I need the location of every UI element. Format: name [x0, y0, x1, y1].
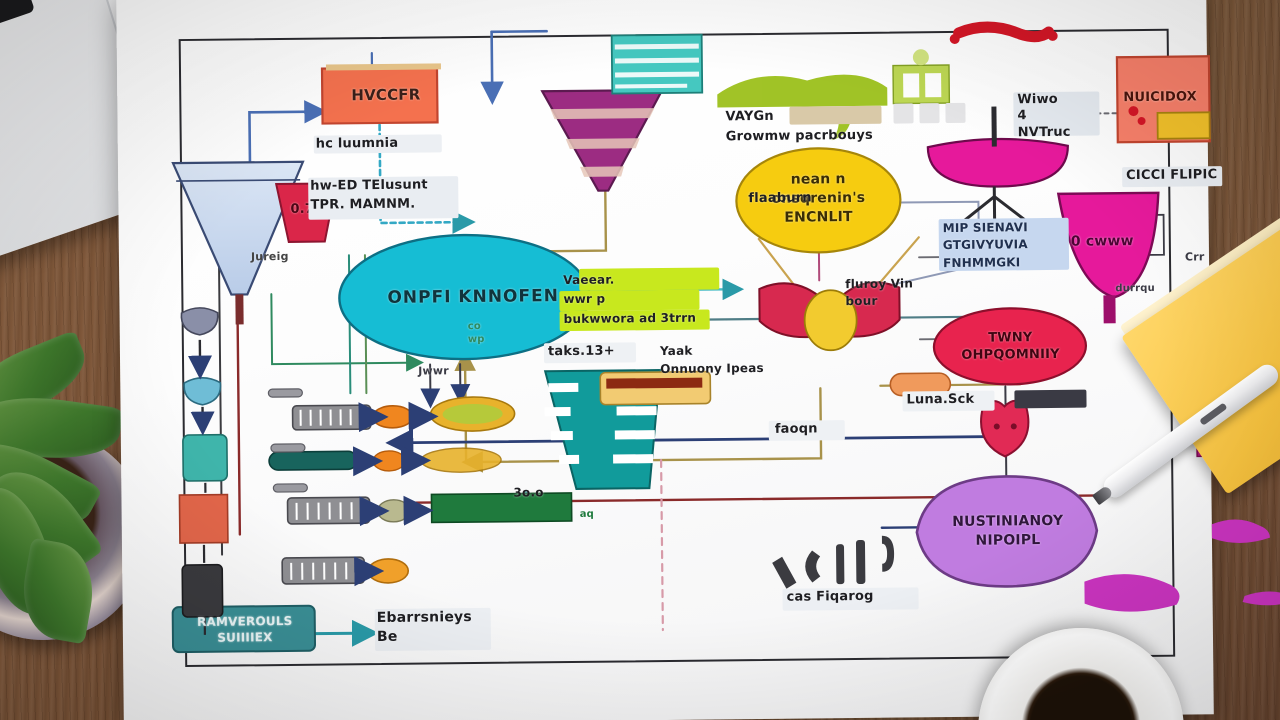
node-blue-input-funnel	[171, 160, 305, 325]
label-edge-lunask: Luna.Sck	[906, 391, 975, 408]
label-edge-crrr: Crr	[1184, 250, 1205, 264]
chip-edge-vvyan-tan	[789, 105, 882, 125]
label-edge-furrips: durrqu	[1115, 282, 1156, 295]
label-cyan-main-ellipse: ONPFI KNNOFEN	[387, 286, 560, 308]
node-orange-process-box	[320, 63, 441, 125]
chip-edge-vvyan-tan-2	[893, 103, 914, 124]
label-edge-jwnr: Jwwr	[418, 364, 449, 378]
icon-yellow-small-box	[1156, 111, 1211, 140]
icon-handwriting-glyph	[772, 535, 895, 589]
chip-edge-vvyan-tan-3	[919, 103, 940, 124]
label-edge-bottom-right: cas Fiqarog	[786, 588, 874, 605]
node-magenta-wide-funnel	[1056, 191, 1160, 324]
label-teal-legend-box: RAMVEROULS SUIIIIEX	[196, 613, 293, 645]
label-edge-teal-hl: taks.13+	[547, 343, 615, 360]
label-edge-mid-left: hw-ED TElusunt TPR. MAMNM.	[310, 177, 428, 213]
label-edge-yrak: Yaak Onnuony Ipeas	[659, 343, 764, 377]
label-edge-tiny-green: aq	[579, 508, 595, 520]
label-edge-small-co: co wp	[467, 320, 485, 346]
icon-green-landscape	[717, 49, 951, 141]
diagram-paper-sheet: HVCCFR 0.70 ONPFI KNNOFEN nean n onsqren…	[116, 0, 1280, 720]
label-edge-yellow-side: fluroy Vin bour	[845, 276, 914, 308]
label-edge-purple-out: flaaburn	[748, 190, 812, 207]
label-edge-ccc: CICCI FLIPIC	[1126, 167, 1218, 184]
label-edge-funnel-out: Jureig	[250, 249, 289, 264]
diagram-canvas	[171, 21, 1280, 654]
chip-edge-lunask-dark	[1014, 389, 1087, 409]
label-salmon-note-box: NUICIDOX	[1123, 89, 1198, 106]
label-edge-300: 3o.o	[513, 485, 544, 500]
label-red-output-ellipse: TWNY OHPQOMNIIY	[961, 330, 1060, 363]
label-purple-diamond: NUSTINIANOY NIPOIPL	[952, 512, 1064, 549]
label-edge-faoqa: faoqn	[774, 421, 818, 437]
node-purple-diamond	[915, 475, 1099, 588]
icon-machine-rows	[268, 396, 573, 644]
chip-edge-vvyan-tan-4	[945, 102, 966, 124]
icon-small-capsules	[267, 388, 308, 493]
node-red-output-ellipse	[932, 307, 1088, 386]
icon-gold-capsules	[599, 370, 952, 406]
label-edge-green-hl: Vaeear. wwr p bukwwora ad 3trrn	[563, 272, 697, 326]
label-orange-box: HVCCFR	[351, 85, 421, 105]
diagram-labels-layer: HVCCFR 0.70 ONPFI KNNOFEN nean n onsqren…	[116, 0, 1223, 720]
label-magenta-wide-funnel: 0 cwww	[1070, 233, 1134, 250]
node-red-pink-bowtie-icon	[758, 281, 901, 352]
node-purple-stacked-funnel	[540, 88, 665, 192]
icon-column-left	[178, 307, 229, 635]
node-yellow-decision-ellipse	[735, 147, 902, 254]
label-edge-wipsenani: MIP SIENAVI GTGIVYUVIA FNHMMGKI	[942, 220, 1028, 270]
laptop-keyboard	[0, 0, 36, 70]
label-edge-bottom-out: Ebarrsnieys Be	[376, 609, 472, 645]
label-edge-wiwo: Wiwo 4 NVTruc	[1017, 91, 1071, 140]
label-edge-top-left: hc luumnia	[315, 135, 399, 152]
node-teal-striped-box	[610, 33, 704, 95]
node-red-shield-icon	[980, 399, 1030, 458]
icon-red-scribble-top	[949, 21, 1146, 125]
